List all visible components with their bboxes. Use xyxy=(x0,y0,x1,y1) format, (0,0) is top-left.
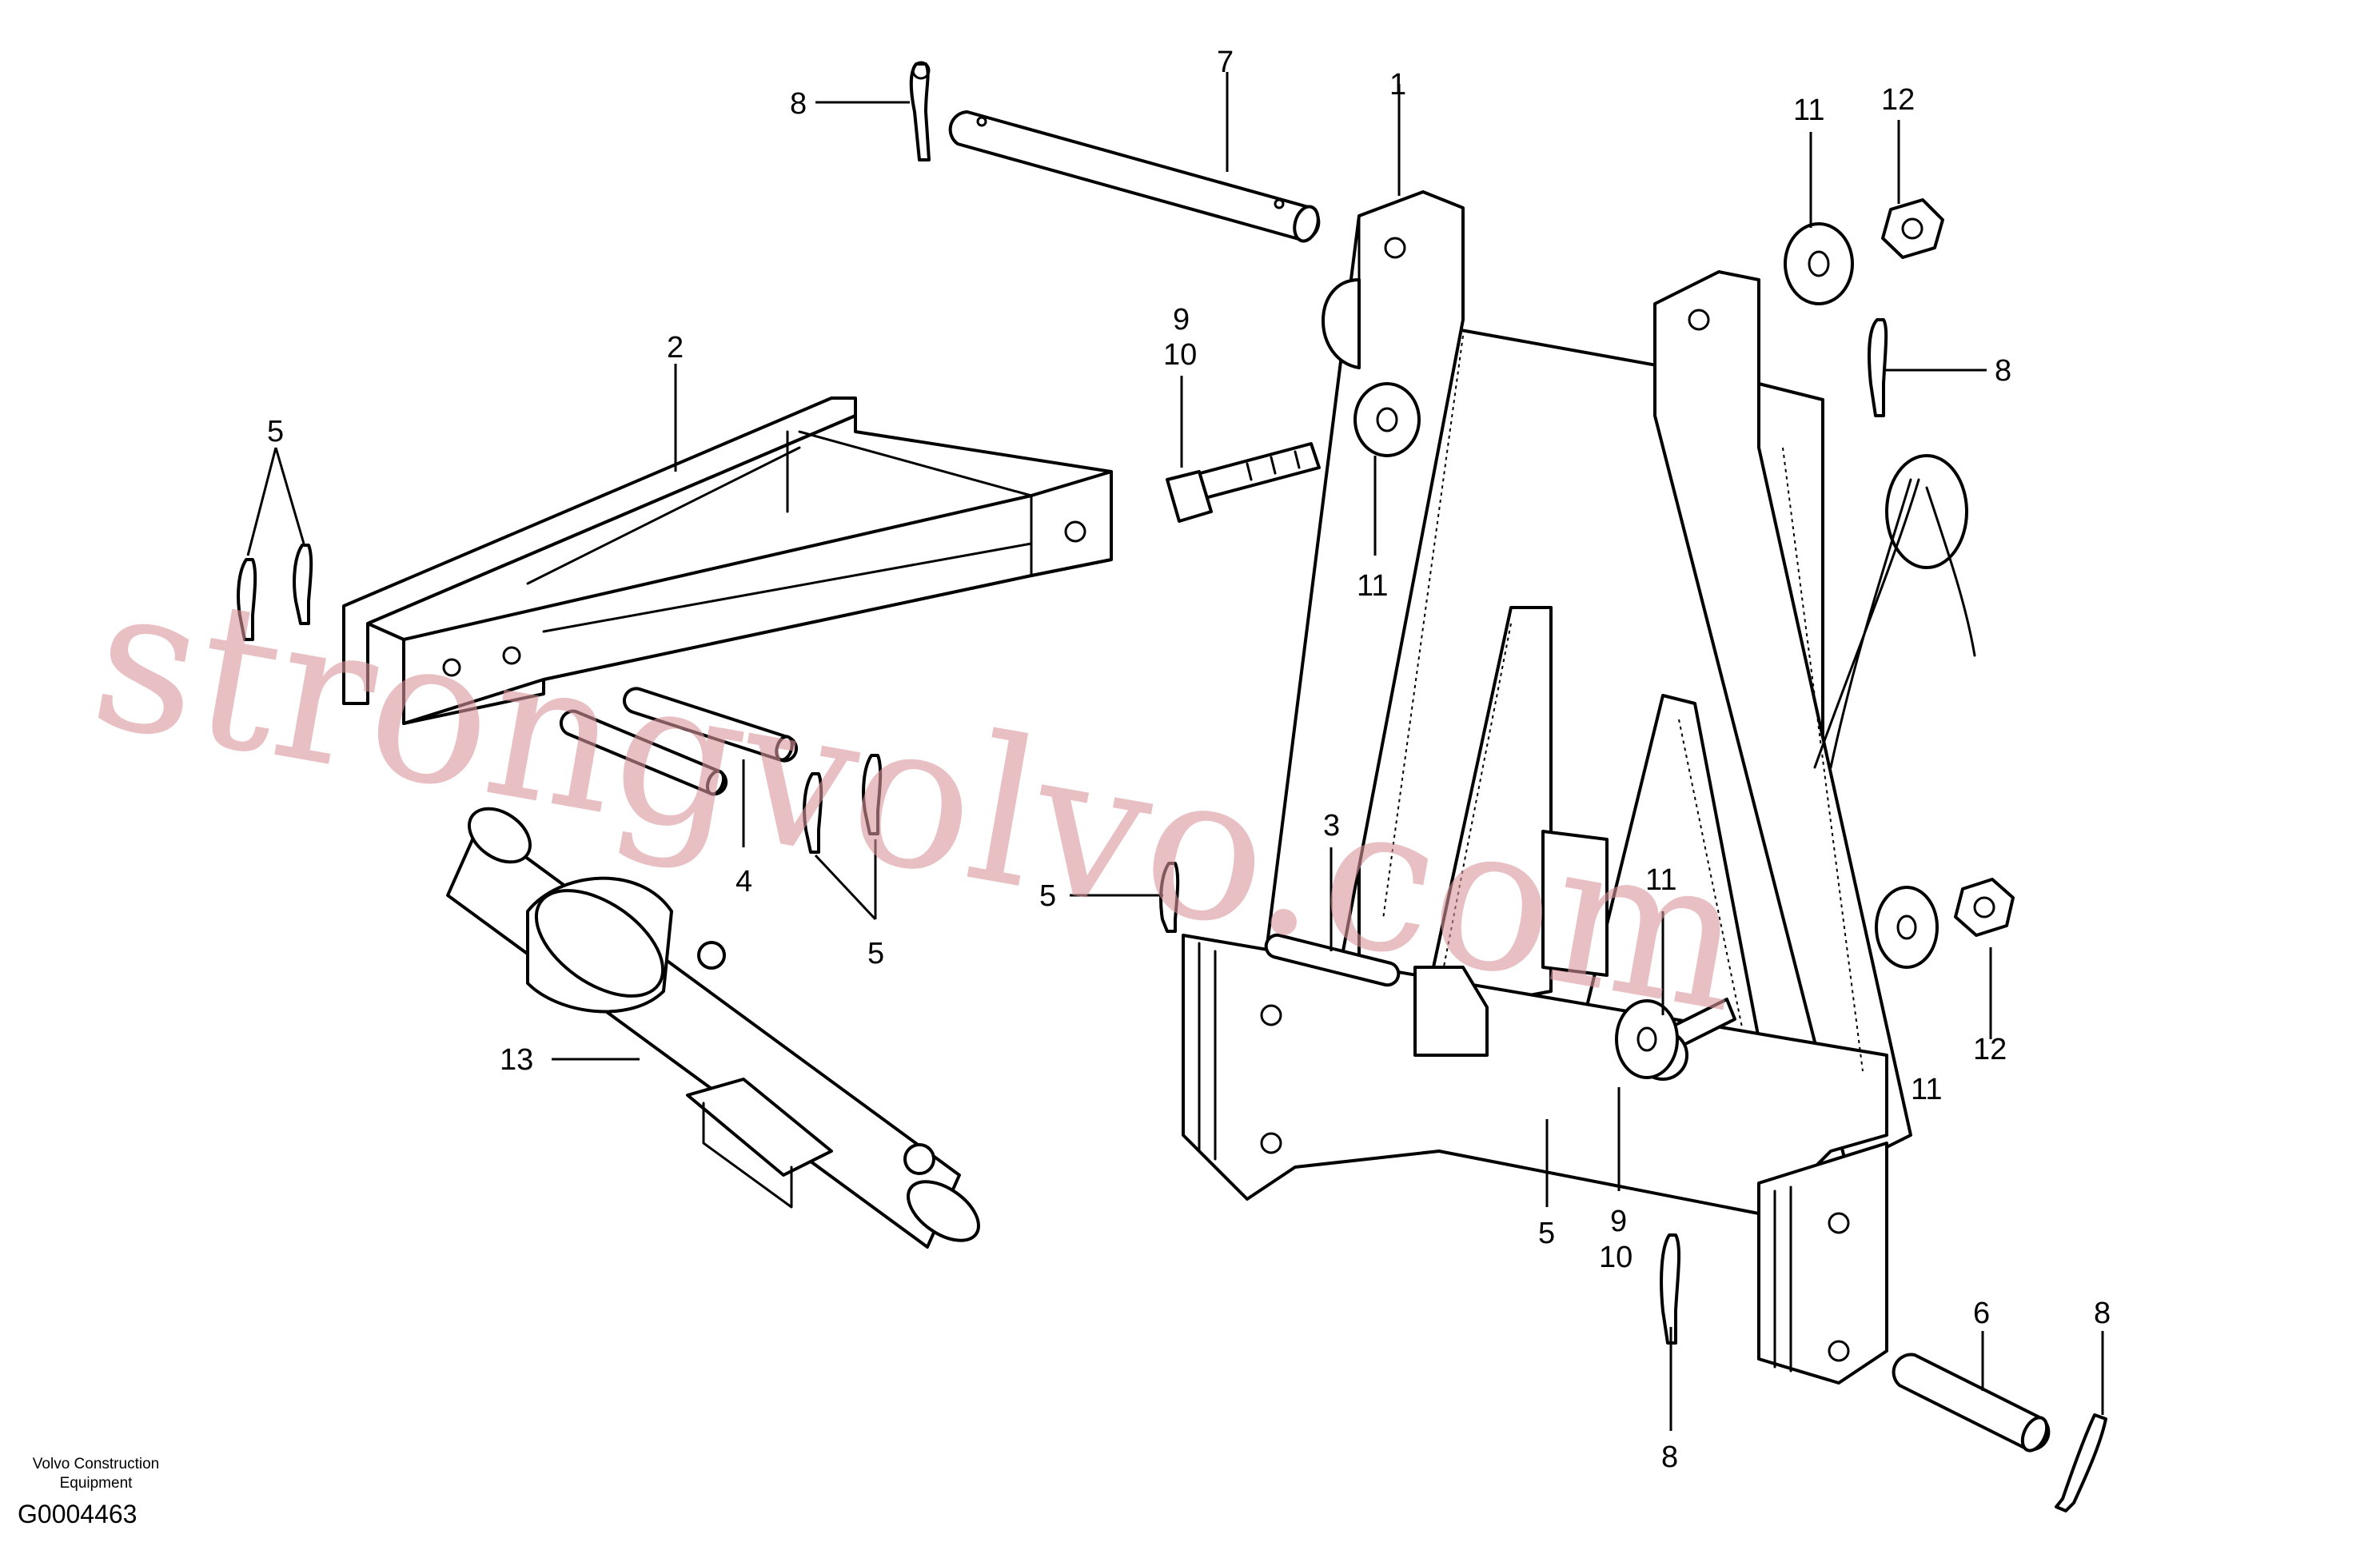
cotter-pin-part-5-left-b xyxy=(293,544,313,625)
nut-part-12-right xyxy=(1954,878,2015,937)
nut-part-12-top xyxy=(1881,198,1944,259)
callout-5-frame: 5 xyxy=(1039,879,1056,913)
cotter-pin-part-8-bottom-right xyxy=(2055,1413,2107,1512)
cotter-pin-part-5-mid-b xyxy=(862,754,883,835)
cotter-pin-part-8-right xyxy=(1868,318,1888,417)
brand-line-2: Equipment xyxy=(60,1475,134,1492)
washer-part-11-center xyxy=(1615,999,1679,1079)
cotter-pin-part-5-frame xyxy=(1159,862,1180,933)
callout-12-right: 12 xyxy=(1973,1033,2007,1066)
washer-part-11-mid-right xyxy=(1875,886,1939,969)
callout-3: 3 xyxy=(1323,809,1340,843)
cotter-pin-part-8-top xyxy=(909,61,931,161)
callout-11-top-left: 11 xyxy=(1357,569,1388,603)
pin-part-7 xyxy=(948,110,1321,243)
callout-12-top: 12 xyxy=(1881,83,1915,117)
callout-6: 6 xyxy=(1973,1297,1990,1330)
pin-part-4-b xyxy=(622,687,799,763)
callout-5-left: 5 xyxy=(267,415,284,448)
washer-part-11-top-right xyxy=(1784,222,1854,305)
callout-10-bottom: 10 xyxy=(1599,1241,1633,1274)
callout-9-bottom: 9 xyxy=(1610,1205,1627,1238)
cylinder-part-13 xyxy=(446,807,980,1249)
callout-11-right: 11 xyxy=(1911,1073,1942,1106)
washer-part-11-top-left xyxy=(1353,382,1421,457)
callout-9-top: 9 xyxy=(1173,303,1190,337)
callout-8-top: 8 xyxy=(790,87,807,121)
leader-lines xyxy=(246,72,2104,1431)
callout-8-right: 8 xyxy=(1995,354,2011,388)
brand-line-1: Volvo Construction xyxy=(33,1456,159,1472)
callout-13: 13 xyxy=(500,1043,533,1077)
callout-labels: 8 7 1 2 5 9 10 11 11 12 8 4 5 5 3 13 11 … xyxy=(267,46,2111,1474)
callout-11-center: 11 xyxy=(1645,863,1676,897)
bolt-part-9-top xyxy=(1166,442,1321,523)
pin-part-4-a xyxy=(559,709,728,796)
drawing-id: G0004463 xyxy=(18,1500,137,1528)
cotter-pin-part-5-left-a xyxy=(237,558,257,641)
cotter-pin-part-8-bottom xyxy=(1660,1233,1681,1345)
callout-10-top: 10 xyxy=(1163,338,1197,372)
pin-part-6 xyxy=(1892,1353,2051,1452)
cotter-pin-part-5-mid-a xyxy=(803,772,823,854)
callout-8-bottom: 8 xyxy=(1661,1440,1678,1474)
callout-1: 1 xyxy=(1389,68,1406,102)
callout-11-top-right: 11 xyxy=(1793,94,1824,127)
pin-part-3 xyxy=(1264,933,1401,987)
callout-5-mid: 5 xyxy=(867,937,884,970)
callout-4: 4 xyxy=(736,865,752,899)
callout-7: 7 xyxy=(1217,46,1234,79)
chain xyxy=(1813,478,1976,769)
callout-2: 2 xyxy=(667,331,684,365)
footer: Volvo Construction Equipment G0004463 xyxy=(18,1456,159,1528)
a-frame-part-2 xyxy=(342,396,1113,725)
callout-8-bottom-right: 8 xyxy=(2094,1297,2111,1330)
callout-5-center: 5 xyxy=(1538,1217,1555,1250)
